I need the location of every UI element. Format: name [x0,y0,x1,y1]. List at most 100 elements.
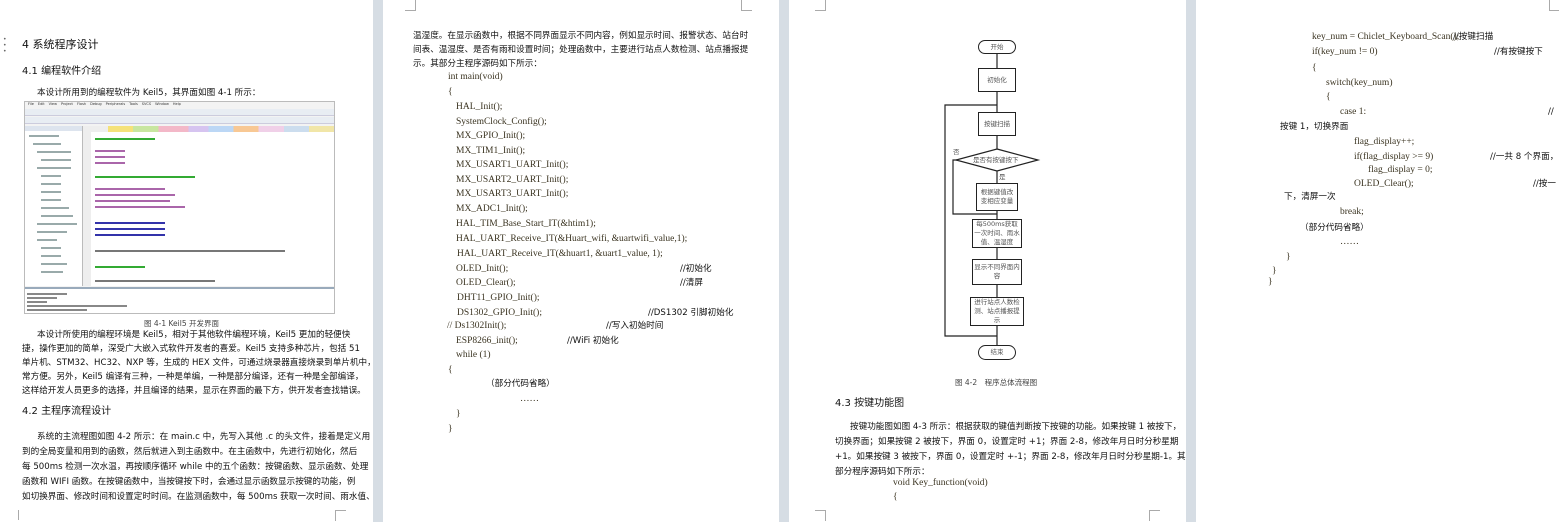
code-line: if(flag_display >= 9) [1354,152,1434,162]
code-line: key_num = Chiclet_Keyboard_Scan(); [1312,32,1460,42]
flowchart-display: 显示不同界面内容 [972,259,1022,285]
flowchart-init: 初始化 [978,68,1016,92]
flowchart-connectors [944,52,1041,345]
code-line: MX_TIM1_Init(); [456,146,526,156]
code-line: } [1268,277,1273,287]
code-line: MX_ADC1_Init(); [456,204,528,214]
code-line: if(key_num != 0) [1312,47,1378,57]
code-comment: //一共 8 个界面， [1490,152,1559,162]
code-line: switch(key_num) [1326,78,1393,88]
section-heading-4-3: 4.3 按键功能图 [835,398,905,409]
figure-menu-item: Help [172,102,181,106]
flowchart-key-scan: 按键扫描 [978,112,1016,136]
figure-code-editor [83,126,334,286]
code-line: case 1: [1340,107,1367,117]
code-comment: //按一 [1533,179,1556,189]
body-text-line: 到的全局变量和用到的函数，然后就进入到主函数中。在主函数中，先进行初始化，然后 [22,447,358,457]
margin-corner-mark [1149,510,1160,521]
code-line: …… [1340,237,1359,247]
flowchart-detect: 进行站点人数检测、站点播报提示 [970,297,1024,326]
code-line: HAL_TIM_Base_Start_IT(&htim1); [456,219,596,229]
code-line: HAL_UART_Receive_IT(&Huart_wifi, &uartwi… [456,234,688,244]
page-4: key_num = Chiclet_Keyboard_Scan(); //按键扫… [1196,0,1559,522]
body-text-line: 如切换界面、修改时间和设置定时时间。在监测函数中，每 500ms 获取一次时间、… [22,492,373,502]
code-comment: //写入初始时间 [606,321,664,331]
flowchart-end: 结束 [978,345,1016,360]
code-line: { [448,87,453,97]
figure-4-2-caption: 图 4-2 程序总体流程图 [955,378,1038,387]
code-line: while (1) [456,350,491,360]
intro-text: 本设计所用到的编程软件为 Keil5，其界面如图 4-1 所示： [37,88,261,98]
figure-menu-item: View [48,102,57,106]
body-text-line: 示。其部分主程序源码如下所示： [413,59,542,69]
body-text-line: 间表、温湿度、是否有雨和设置时间；处理函数中，主要进行站点人数检测、站点播报提 [413,45,749,55]
figure-menu-item: SVCS [141,102,152,106]
code-line: MX_USART2_UART_Init(); [456,175,569,185]
code-comment: //清屏 [680,278,703,288]
code-line: OLED_Clear(); [456,278,516,288]
code-line: DS1302_GPIO_Init(); [457,308,542,318]
flowchart-no-label: 否 [953,148,960,156]
code-line: void Key_function(void) [893,478,988,488]
code-line: { [1326,92,1331,102]
code-comment: //初始化 [680,264,712,274]
code-comment: //WiFi 初始化 [567,336,619,346]
page-2: 温湿度。在显示函数中，根据不同界面显示不同内容，例如显示时间、报警状态、站台时 … [383,0,779,522]
paragraph-marks: ••• [3,36,7,55]
body-text-line: 系统的主流程图如图 4-2 所示：在 main.c 中，先写入其他 .c 的头文… [37,432,371,442]
body-text-line: 本设计所使用的编程环境是 Keil5，相对于其他软件编程环境，Keil5 更加的… [37,330,351,340]
code-comment: //按键扫描 [1453,32,1494,42]
flowchart-decision: 是否有按键按下 [973,156,1019,164]
code-line: HAL_UART_Receive_IT(&huart1, &uart1_valu… [457,249,663,259]
margin-corner-mark [8,510,19,520]
body-text-line: 函数和 WIFI 函数。在按键函数中，当按键按下时，会通过显示函数显示按键的功能… [22,477,356,487]
section-heading-4-2: 4.2 主程序流程设计 [22,406,112,417]
page-1: ••• 4 系统程序设计 4.1 编程软件介绍 本设计所用到的编程软件为 Kei… [0,0,373,522]
body-text-line: 常方便。另外，Keil5 编译有三种，一种是单编，一种是部分编译，还有一种是全部… [22,372,364,382]
code-line: …… [520,394,539,404]
code-line: int main(void) [448,72,503,82]
code-line: } [448,424,453,434]
margin-corner-mark [815,510,826,521]
body-text-line: 捷，操作更加的简单，深受广大嵌入式软件开发者的喜爱。Keil5 支持多种芯片，包… [22,344,360,354]
code-line: SystemClock_Config(); [456,117,547,127]
figure-4-1-caption: 图 4-1 Keil5 开发界面 [144,319,219,328]
body-text-line: 温湿度。在显示函数中，根据不同界面显示不同内容，例如显示时间、报警状态、站台时 [413,31,749,41]
code-line: DHT11_GPIO_Init(); [457,293,540,303]
body-text-line: +1。如果按键 3 被按下，界面 0，设置定时 +-1；界面 2-8，修改年月日… [835,452,1186,462]
code-line: { [1312,63,1317,73]
figure-menu-item: Debug [90,102,102,106]
code-line: } [1286,252,1291,262]
code-comment: //有按键按下 [1494,47,1543,57]
code-line: } [456,409,461,419]
flowchart-yes-label: 是 [999,173,1006,181]
figure-build-output [25,287,334,313]
code-line: { [448,365,453,375]
code-line: HAL_Init(); [456,102,503,112]
body-text-line: 每 500ms 检测一次水温，再按顺序循环 while 中的五个函数：按键函数、… [22,462,369,472]
figure-menu-item: Project [60,102,73,106]
body-text-line: 切换界面；如果按键 2 被按下，界面 0，设置定时 +1；界面 2-8，修改年月… [835,437,1179,447]
figure-project-tree [25,126,83,286]
code-line: MX_USART3_UART_Init(); [456,189,569,199]
flowchart-change-variable: 根据键值改变相应变量 [976,183,1018,211]
body-text-line: 单片机、STM32、HC32、NXP 等，生成的 HEX 文件，可通过烧录器直接… [22,358,373,368]
code-line: （部分代码省略） [1300,223,1369,233]
code-comment: //DS1302 引脚初始化 [648,308,734,318]
margin-corner-mark [1549,0,1559,11]
section-heading-4-1: 4.1 编程软件介绍 [22,66,102,77]
body-text-line: 这样给开发人员更多的选择，并且编译的结果，显示在界面的最下方，供开发者查找错误。 [22,386,366,396]
margin-corner-mark [405,0,416,11]
figure-toolbar-2 [25,117,334,124]
code-line: MX_USART1_UART_Init(); [456,160,569,170]
code-line: OLED_Clear(); [1354,179,1414,189]
page-3: 开始 初始化 按键扫描 是否有按键按下 否 是 根据键值改变相应变量 每500m… [789,0,1186,522]
code-line: 按键 1，切换界面 [1280,122,1349,132]
code-line: } [1272,266,1277,276]
figure-toolbar-1 [25,109,334,116]
figure-menu-item: Flash [76,102,87,106]
code-line: （部分代码省略） [486,379,555,389]
figure-menu-item: File [28,102,34,106]
margin-corner-mark [741,0,752,11]
code-line: break; [1340,207,1364,217]
